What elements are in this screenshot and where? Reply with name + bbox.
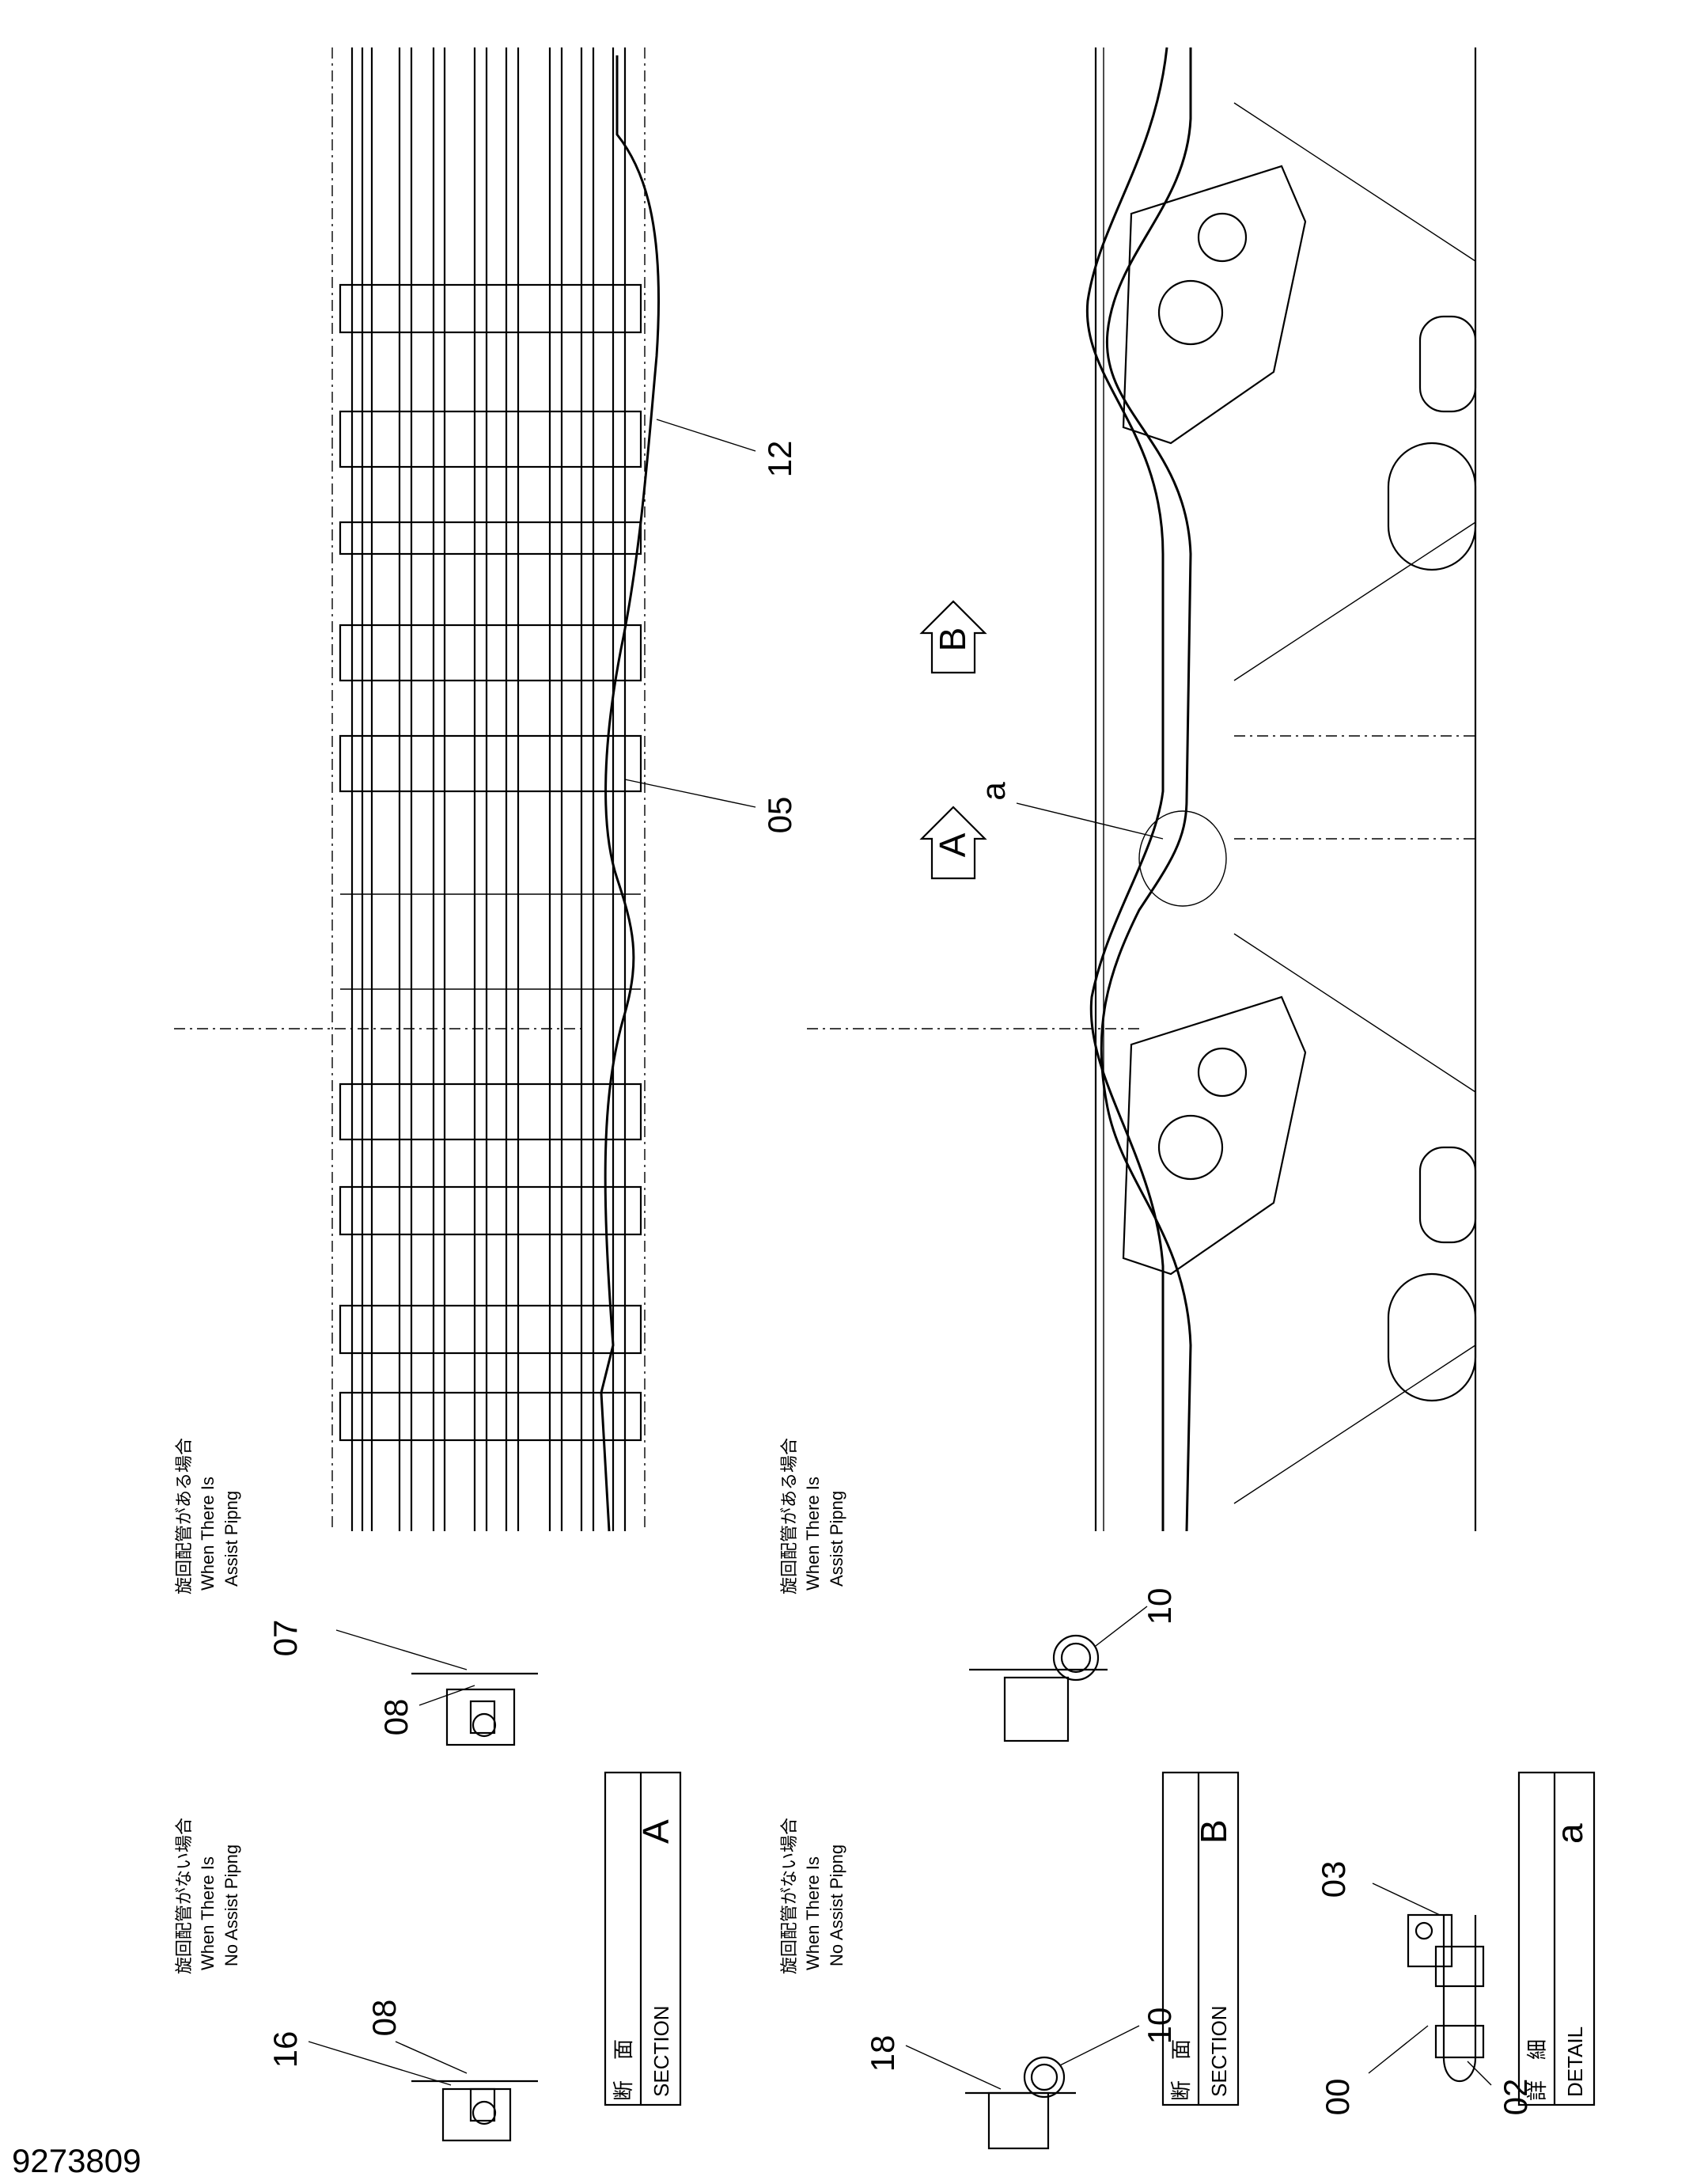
svg-text:No Assist Pipng: No Assist Pipng — [827, 1845, 846, 1966]
drawing-number: 9273809 — [12, 2142, 142, 2179]
hose-bundle-view: 12 05 — [331, 47, 798, 1532]
svg-text:断 面: 断 面 — [612, 2039, 635, 2101]
svg-text:旋回配管がある場合: 旋回配管がある場合 — [174, 1438, 194, 1594]
svg-text:a: a — [1549, 1823, 1590, 1844]
callout-03: 03 — [1315, 1861, 1352, 1898]
svg-text:旋回配管がある場合: 旋回配管がある場合 — [779, 1438, 799, 1594]
view-arrow-b: B — [919, 600, 987, 674]
section-a-with-assist: 旋回配管がある場合 When There Is Assist Pipng 07 … — [174, 1438, 538, 1746]
svg-text:SECTION: SECTION — [1207, 2005, 1231, 2097]
svg-text:詳 細: 詳 細 — [1525, 2039, 1549, 2101]
view-arrow-a: A — [919, 806, 987, 880]
callout-10-no: 10 — [1141, 2008, 1178, 2045]
svg-text:旋回配管がない場合: 旋回配管がない場合 — [779, 1818, 799, 1974]
svg-text:B: B — [932, 628, 973, 652]
callout-02: 02 — [1497, 2079, 1534, 2116]
svg-text:B: B — [1193, 1819, 1234, 1844]
svg-text:When There Is: When There Is — [198, 1477, 218, 1591]
svg-text:DETAIL: DETAIL — [1563, 2027, 1587, 2097]
detail-marker-a: a — [975, 782, 1012, 801]
svg-text:No Assist Pipng: No Assist Pipng — [222, 1845, 241, 1966]
svg-text:A: A — [932, 832, 973, 857]
section-b-title-box: 断 面 SECTION B — [1161, 1771, 1240, 2106]
svg-text:断 面: 断 面 — [1169, 2039, 1193, 2101]
assist-hose-top-view — [600, 55, 661, 1532]
svg-text:Assist Pipng: Assist Pipng — [827, 1491, 846, 1587]
hose-couplings — [339, 283, 642, 1442]
callout-16: 16 — [267, 2031, 304, 2068]
detail-a-fitting — [1407, 1913, 1485, 2082]
detail-a-panel: 03 00 02 詳 細 DETAIL a — [1315, 1771, 1596, 2116]
hose-lines — [350, 47, 627, 1531]
section-a-panel: 旋回配管がある場合 When There Is Assist Pipng 07 … — [174, 1028, 682, 2142]
svg-text:旋回配管がない場合: 旋回配管がない場合 — [174, 1818, 194, 1974]
section-b-with-assist: 旋回配管がある場合 When There Is Assist Pipng 10 — [779, 1438, 1178, 1742]
section-a-no-assist: 旋回配管がない場合 When There Is No Assist Pipng … — [174, 1818, 538, 2142]
svg-text:When There Is: When There Is — [198, 1856, 218, 1970]
callout-08-with: 08 — [377, 1699, 415, 1736]
callout-08-no: 08 — [365, 2000, 403, 2037]
callout-05: 05 — [761, 797, 798, 834]
svg-text:When There Is: When There Is — [803, 1477, 823, 1591]
section-b-no-assist: 旋回配管がない場合 When There Is No Assist Pipng … — [779, 1818, 1178, 2150]
detail-a-title-box: 詳 細 DETAIL a — [1517, 1771, 1596, 2106]
assist-hose-side-view — [1100, 47, 1192, 1532]
callout-18: 18 — [864, 2035, 901, 2072]
section-a-title-box: 断 面 SECTION A — [604, 1771, 682, 2106]
callout-12: 12 — [761, 441, 798, 478]
svg-text:A: A — [635, 1819, 676, 1844]
section-b-panel: 旋回配管がある場合 When There Is Assist Pipng 10 … — [779, 1028, 1240, 2150]
callout-00: 00 — [1319, 2079, 1356, 2116]
callout-10-with: 10 — [1141, 1588, 1178, 1625]
frame-side-view: a — [975, 47, 1477, 1532]
svg-text:When There Is: When There Is — [803, 1856, 823, 1970]
callout-07: 07 — [267, 1620, 304, 1657]
svg-text:SECTION: SECTION — [649, 2005, 673, 2097]
svg-text:Assist Pipng: Assist Pipng — [222, 1491, 241, 1587]
